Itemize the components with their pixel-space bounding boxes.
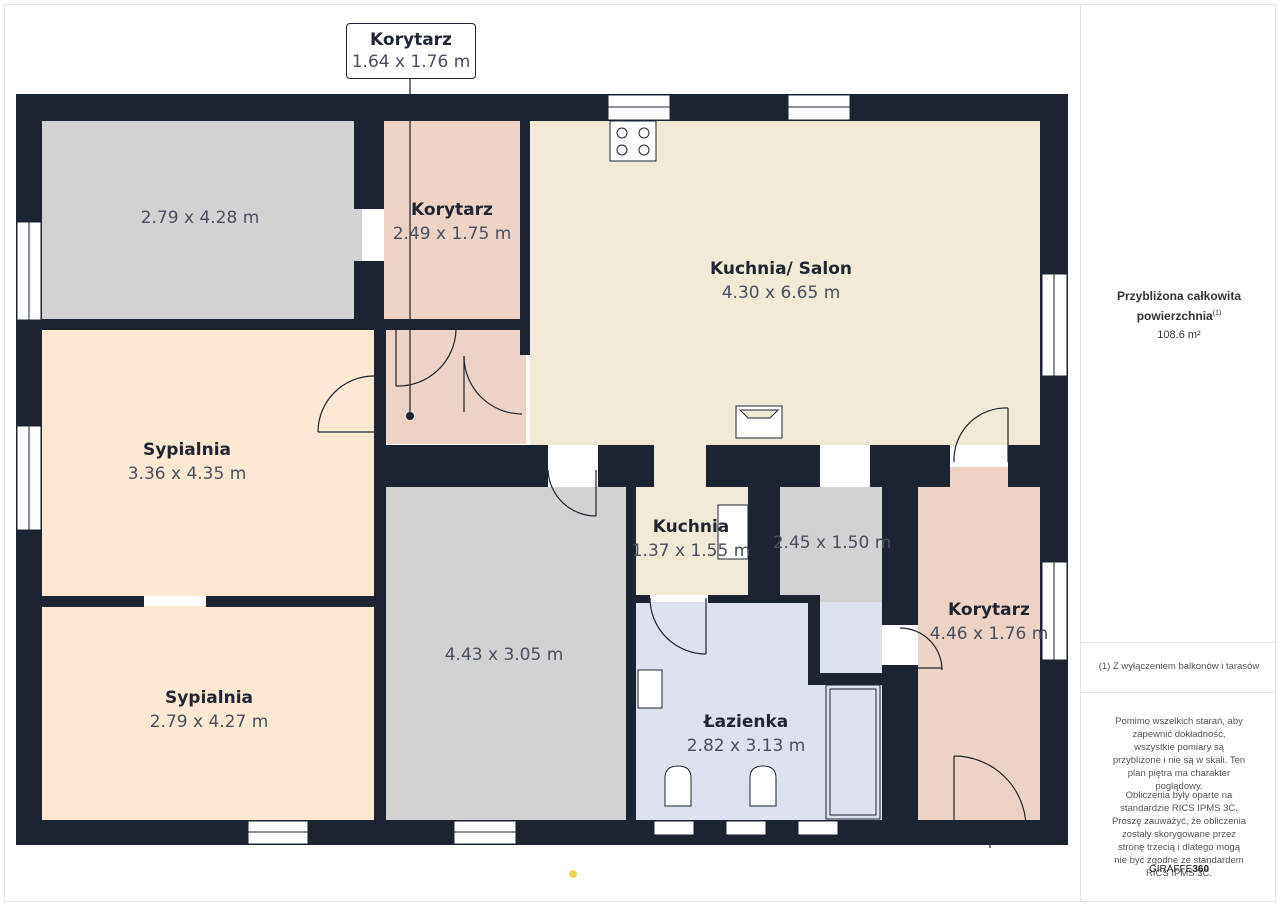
- corridor-small-floor: [384, 330, 526, 444]
- corridor-callout: Korytarz 1.64 x 1.76 m: [346, 23, 476, 79]
- corridor-top-floor: [384, 121, 522, 319]
- kitchen-small-dims: 1.37 x 1.55 m: [631, 541, 751, 561]
- bedroom-2-dims: 2.79 x 4.27 m: [149, 712, 269, 732]
- kitchen-living-label: Kuchnia/ Salon 4.30 x 6.65 m: [710, 257, 852, 305]
- disclaimer-accuracy: Pomimo wszelkich starań, aby zapewnić do…: [1112, 716, 1246, 792]
- room-b-label: 4.43 x 3.05 m: [445, 643, 564, 667]
- total-area-value: 108.6 m²: [1157, 329, 1201, 341]
- sidebar-divider: [1081, 642, 1277, 643]
- brand-name: GIRAFFE: [1148, 864, 1193, 875]
- room-b-floor: [386, 487, 626, 820]
- room-c-dims: 2.45 x 1.50 m: [772, 533, 892, 553]
- kitchen-small-label: Kuchnia 1.37 x 1.55 m: [632, 515, 751, 563]
- footnote-text: (1) Z wyłączeniem balkonów i tarasów: [1098, 661, 1260, 672]
- bedroom-1-floor: [42, 330, 374, 596]
- total-area-label: Przybliżona całkowita powierzchnia(1): [1081, 288, 1277, 325]
- entrance-arrow-icon: [983, 833, 997, 848]
- corridor-right-floor: [918, 467, 1040, 845]
- sidebar-divider: [1081, 692, 1277, 693]
- callout-name: Korytarz: [370, 30, 452, 50]
- room-a-dims: 2.79 x 4.28 m: [140, 208, 260, 228]
- disclaimer-standard: Obliczenia były oparte na standardzie RI…: [1111, 790, 1247, 879]
- bathroom-name: Łazienka: [703, 712, 789, 732]
- brand-number: 360: [1192, 864, 1210, 875]
- total-area-label-text: Przybliżona całkowita powierzchnia: [1116, 289, 1242, 323]
- callout-dims: 1.64 x 1.76 m: [351, 52, 471, 72]
- bedroom-1-label: Sypialnia 3.36 x 4.35 m: [128, 438, 247, 486]
- bedroom-1-dims: 3.36 x 4.35 m: [127, 464, 247, 484]
- brand-logo: GIRAFFE360: [1081, 864, 1277, 875]
- room-a-label: 2.79 x 4.28 m: [141, 206, 260, 230]
- corridor-top-name: Korytarz: [411, 200, 493, 220]
- corridor-right-dims: 4.46 x 1.76 m: [929, 624, 1049, 644]
- bedroom-1-name: Sypialnia: [142, 440, 232, 460]
- doors: [317, 329, 1027, 844]
- bedroom-2-floor: [42, 606, 374, 820]
- corridor-right-name: Korytarz: [948, 600, 1030, 620]
- room-c-label: 2.45 x 1.50 m: [773, 531, 892, 555]
- bathroom-label: Łazienka 2.82 x 3.13 m: [687, 710, 806, 758]
- fixtures: [609, 120, 881, 820]
- footnote-marker: (1): [1212, 310, 1222, 317]
- room-a-floor: [42, 121, 362, 319]
- kitchen-living-name: Kuchnia/ Salon: [709, 259, 853, 279]
- corridor-top-dims: 2.49 x 1.75 m: [392, 224, 512, 244]
- room-b-dims: 4.43 x 3.05 m: [444, 645, 564, 665]
- kitchen-living-dims: 4.30 x 6.65 m: [721, 283, 841, 303]
- info-sidebar: Przybliżona całkowita powierzchnia(1) 10…: [1080, 4, 1277, 902]
- bedroom-2-label: Sypialnia 2.79 x 4.27 m: [150, 686, 269, 734]
- page-indicator-dot[interactable]: [569, 870, 577, 878]
- kitchen-living-floor: [530, 121, 1040, 445]
- corridor-top-label: Korytarz 2.49 x 1.75 m: [393, 198, 512, 246]
- bathroom-dims: 2.82 x 3.13 m: [686, 736, 806, 756]
- kitchen-small-name: Kuchnia: [652, 517, 730, 537]
- corridor-right-label: Korytarz 4.46 x 1.76 m: [930, 598, 1049, 646]
- floor-plan: [16, 79, 1068, 848]
- page-frame: [4, 4, 1276, 902]
- bedroom-2-name: Sypialnia: [164, 688, 254, 708]
